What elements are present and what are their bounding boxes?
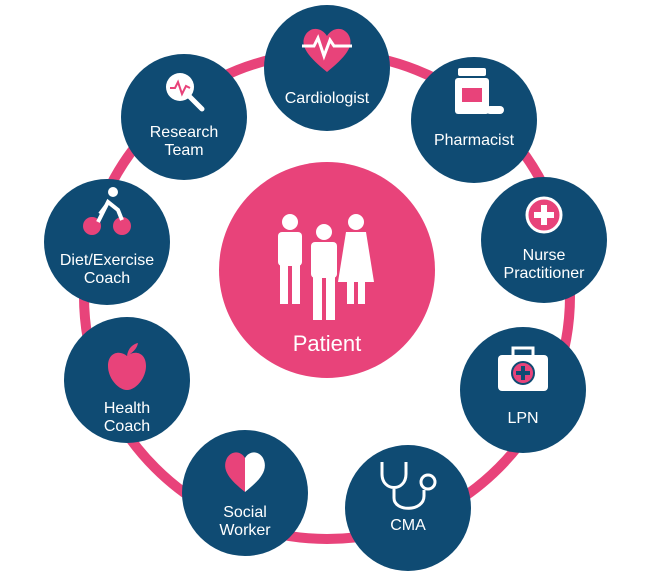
label-cardiologist: Cardiologist [284,90,370,107]
patient-label: Patient [292,331,362,356]
label-research-team: Research Team [149,124,219,159]
label-cma: CMA [390,517,426,534]
apple-icon [108,343,146,390]
node-lpn [460,327,586,453]
node-cardiologist [264,5,390,131]
medical-kit-icon [498,346,548,391]
label-health-coach: Health Coach [103,400,151,435]
label-diet-exercise-coach: Diet/Exercise Coach [59,252,155,287]
label-social-worker: Social Worker [219,504,271,539]
magnifier-icon [166,73,205,112]
heart-icon [225,452,265,492]
patient-center [219,162,435,378]
stethoscope-icon [380,462,437,510]
node-health-coach [64,317,190,443]
people-group-icon [278,214,374,320]
node-social-worker [182,430,308,556]
medical-cross-icon [525,196,563,234]
node-research-team [121,54,247,180]
label-nurse-practitioner: Nurse Practitioner [503,247,585,282]
node-nurse-practitioner [481,177,607,303]
cyclist-icon [83,187,131,235]
heartbeat-icon [302,28,352,72]
label-pharmacist: Pharmacist [433,132,515,149]
node-pharmacist [411,57,537,183]
node-cma [345,445,471,571]
node-diet-exercise-coach [44,179,170,305]
pill-bottle-icon [455,68,504,114]
label-lpn: LPN [507,410,539,427]
